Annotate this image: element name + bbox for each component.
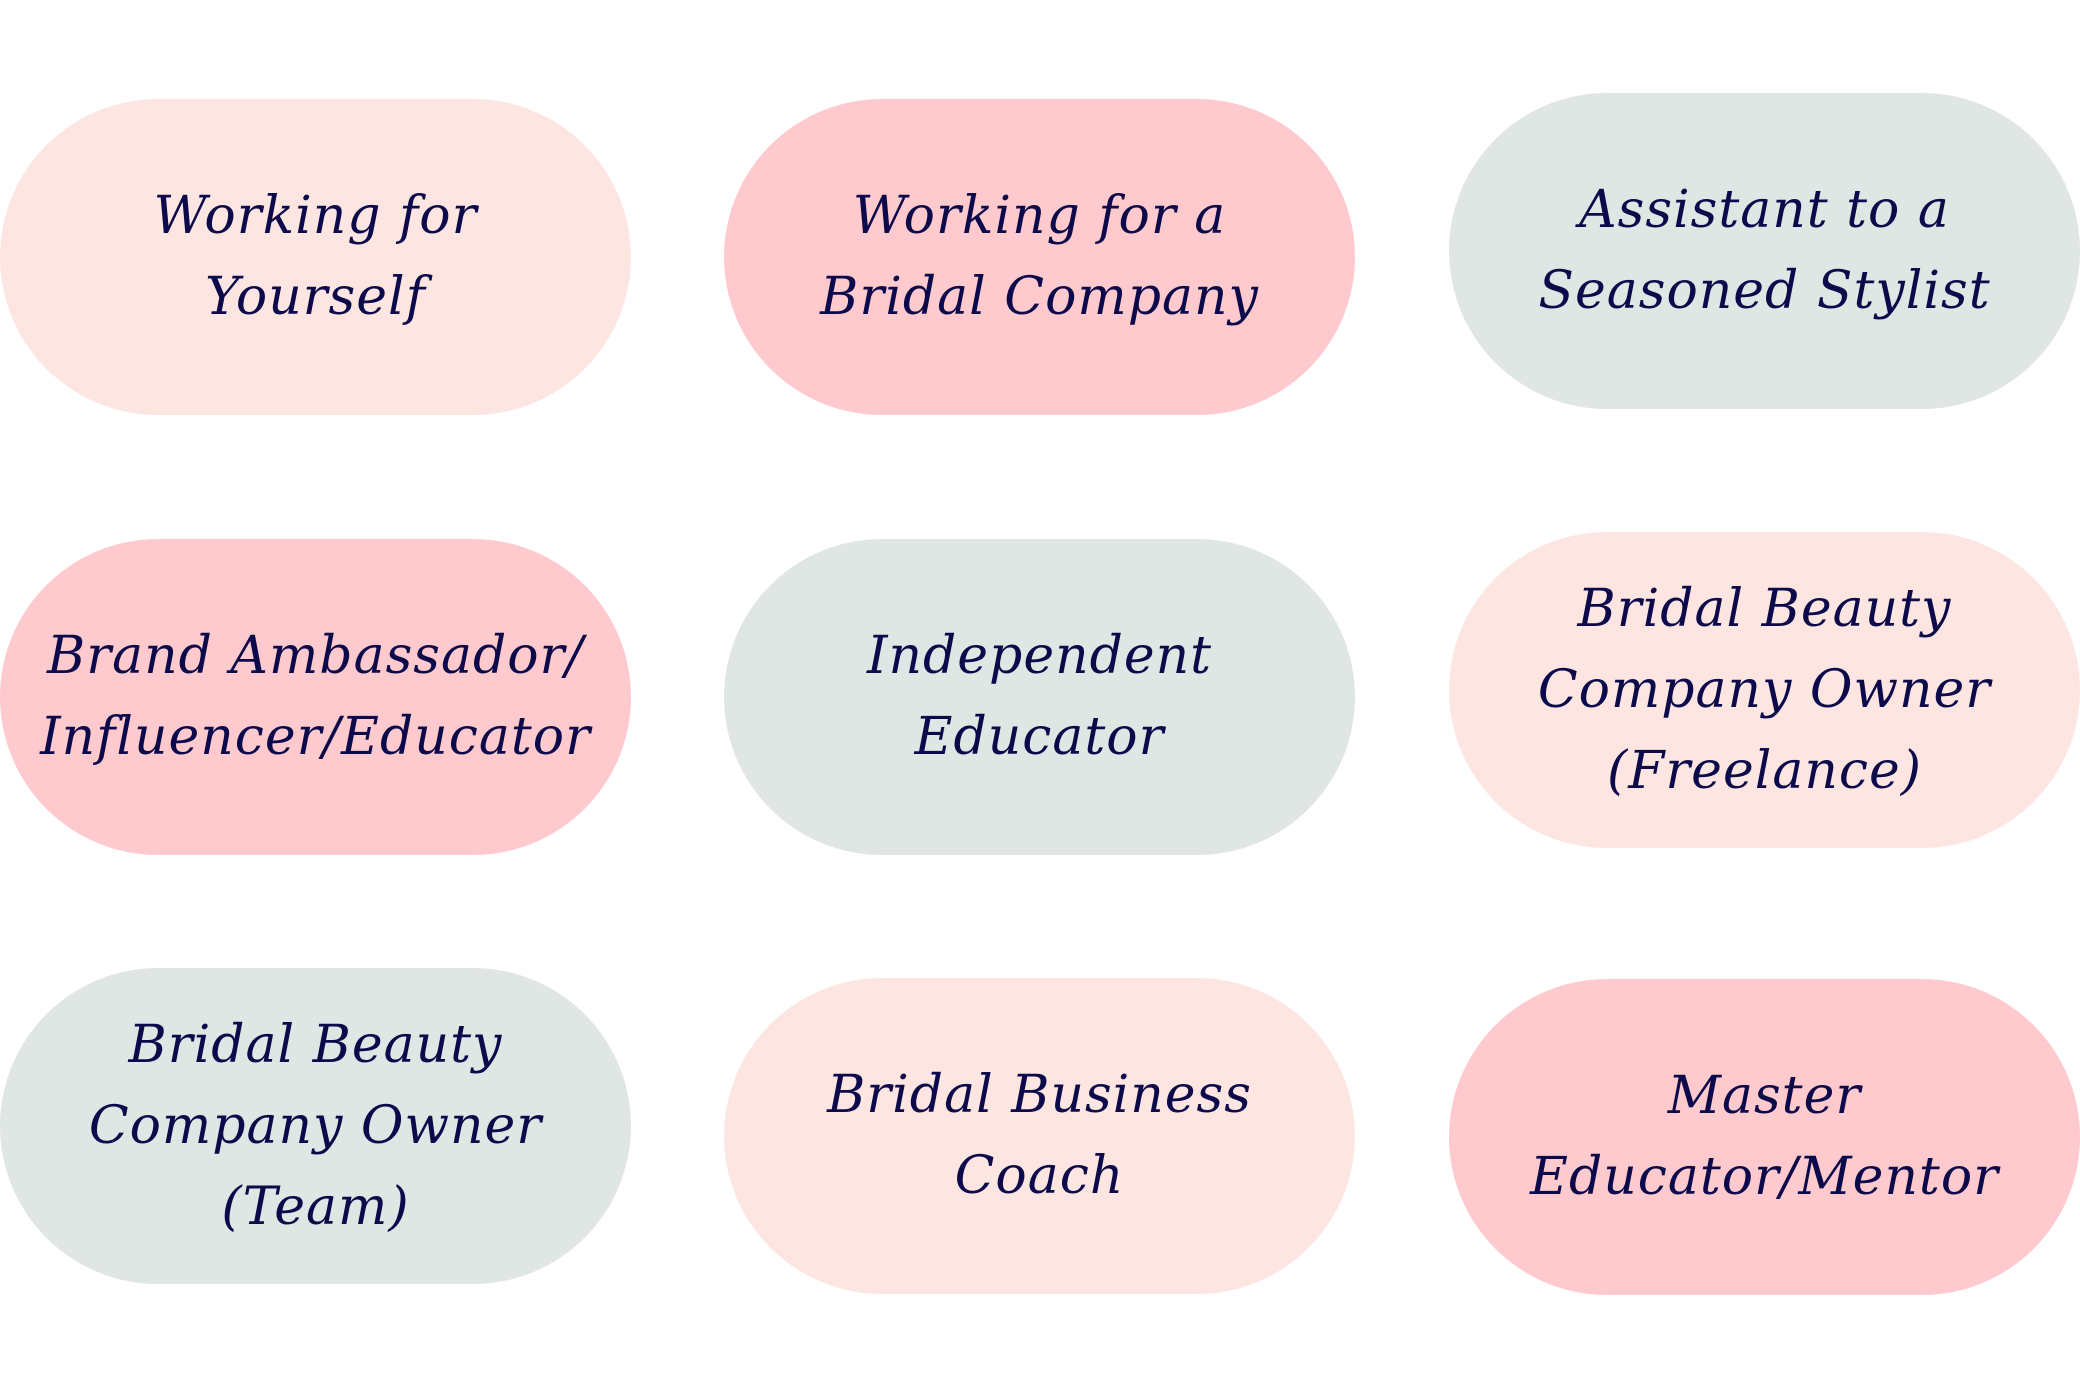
card-master-educator: Master Educator/Mentor (1449, 979, 2080, 1295)
card-label: Bridal Business Coach (827, 1065, 1252, 1206)
card-label: Working for Yourself (153, 186, 478, 327)
card-working-for-bridal-company: Working for a Bridal Company (724, 99, 1355, 415)
card-company-owner-team: Bridal Beauty Company Owner (Team) (0, 968, 631, 1284)
card-business-coach: Bridal Business Coach (724, 978, 1355, 1294)
card-label: Bridal Beauty Company Owner (Freelance) (1537, 578, 1992, 801)
card-label: Brand Ambassador/ Influencer/Educator (40, 626, 591, 767)
card-assistant-to-stylist: Assistant to a Seasoned Stylist (1449, 93, 2080, 409)
card-label: Working for a Bridal Company (820, 186, 1259, 327)
card-label: Assistant to a Seasoned Stylist (1538, 180, 1991, 321)
card-label: Bridal Beauty Company Owner (Team) (88, 1014, 543, 1237)
card-company-owner-freelance: Bridal Beauty Company Owner (Freelance) (1449, 532, 2080, 848)
card-independent-educator: Independent Educator (724, 539, 1355, 855)
card-working-for-yourself: Working for Yourself (0, 99, 631, 415)
card-brand-ambassador: Brand Ambassador/ Influencer/Educator (0, 539, 631, 855)
card-label: Independent Educator (866, 626, 1213, 767)
card-label: Master Educator/Mentor (1529, 1066, 1999, 1207)
